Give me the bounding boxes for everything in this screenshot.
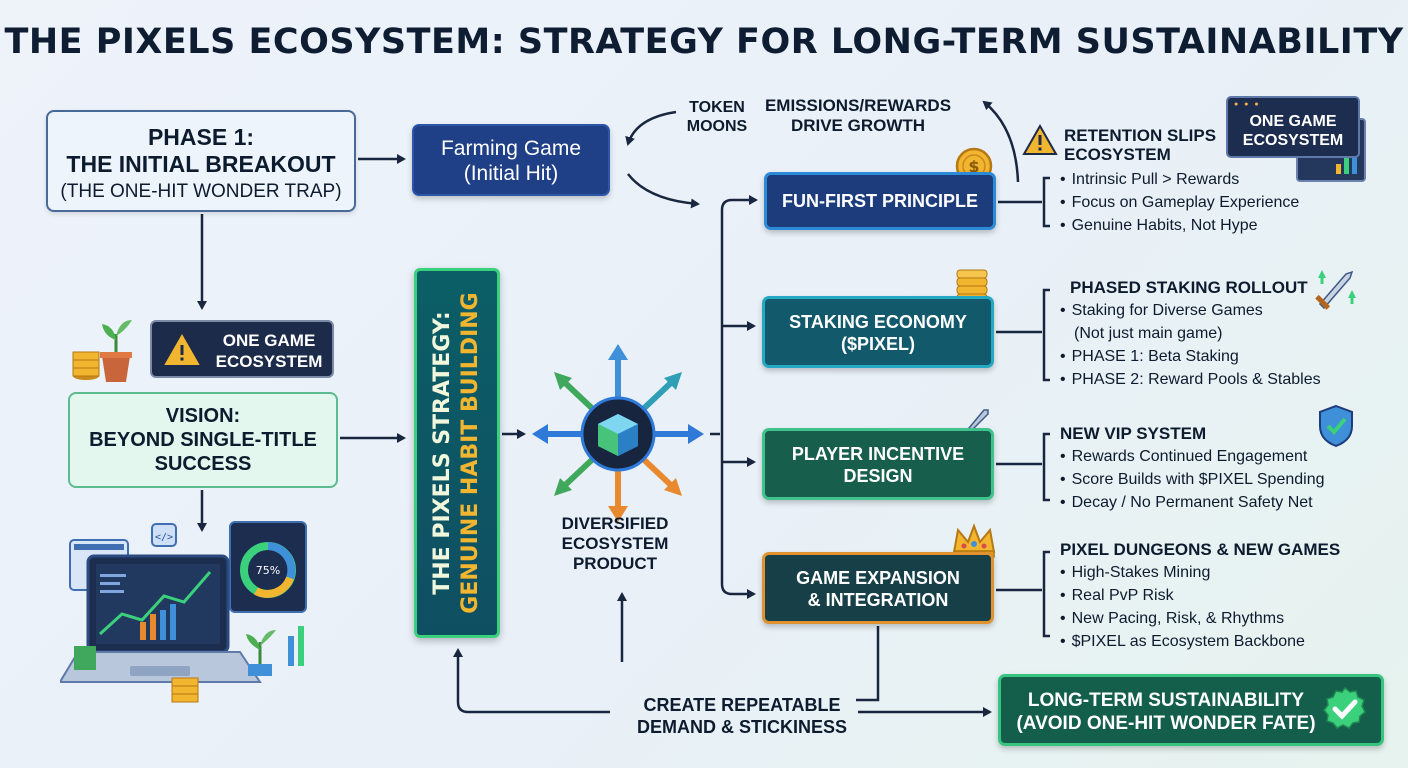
phase1-line2: THE INITIAL BREAKOUT — [66, 151, 336, 177]
game-line2: & INTEGRATION — [807, 590, 949, 610]
phase1-line3: (THE ONE-HIT WONDER TRAP) — [60, 181, 342, 202]
bracket-staking — [1042, 288, 1050, 382]
phase1-box: PHASE 1: THE INITIAL BREAKOUT (THE ONE-H… — [46, 110, 356, 212]
page-title: THE PIXELS ECOSYSTEM: STRATEGY FOR LONG-… — [4, 22, 1404, 62]
dungeons-list: PIXEL DUNGEONS & NEW GAMES High-Stakes M… — [1060, 538, 1340, 653]
monitor-line1: ONE GAME — [1249, 113, 1337, 130]
staking-line2: ($PIXEL) — [840, 334, 915, 354]
game-expansion-box: GAME EXPANSION & INTEGRATION — [762, 552, 994, 624]
longterm-line2: (AVOID ONE-HIT WONDER FATE) — [1016, 713, 1316, 734]
arrow-to-strategy-bottom — [453, 648, 610, 714]
warning-box-line1: ONE GAME — [222, 331, 316, 350]
plant-coins-icon — [72, 320, 132, 382]
phase1-line1: PHASE 1: — [147, 124, 255, 150]
strategy-text: THE PIXELS STRATEGY: GENUINE HABIT BUILD… — [429, 273, 485, 633]
diversified-label: DIVERSIFIED ECOSYSTEM PRODUCT — [540, 514, 690, 574]
token-moons-line1: TOKEN — [689, 99, 745, 116]
farming-line1: Farming Game — [440, 137, 582, 160]
vip-list-heading: NEW VIP SYSTEM — [1060, 424, 1207, 443]
fun-item: Focus on Gameplay Experience — [1060, 191, 1300, 214]
fun-first-list: Intrinsic Pull > Rewards Focus on Gamepl… — [1060, 168, 1300, 237]
arrow-retention-loop — [982, 100, 1020, 183]
warning-icon — [164, 334, 200, 365]
vip-item: Rewards Continued Engagement — [1060, 445, 1325, 468]
diversified-line2: ECOSYSTEM — [561, 534, 669, 553]
diversified-line3: PRODUCT — [572, 554, 658, 573]
bracket-vip — [1042, 432, 1050, 502]
create-line1: CREATE REPEATABLE — [643, 695, 841, 715]
svg-text:</>: </> — [155, 532, 173, 543]
branch-to-fun — [720, 195, 758, 211]
farming-game-box: Farming Game (Initial Hit) — [412, 124, 610, 196]
strategy-banner: THE PIXELS STRATEGY: GENUINE HABIT BUILD… — [414, 268, 500, 638]
staking-item: PHASE 1: Beta Staking — [1060, 345, 1321, 368]
staking-item-cont: (Not just main game) — [1074, 325, 1223, 342]
staking-list-heading: PHASED STAKING ROLLOUT — [1070, 278, 1308, 297]
bracket-fun — [1042, 176, 1050, 228]
vip-item: Score Builds with $PIXEL Spending — [1060, 468, 1325, 491]
diversified-line1: DIVERSIFIED — [561, 514, 669, 533]
vision-line2: BEYOND SINGLE-TITLE — [89, 429, 317, 451]
dungeons-item: High-Stakes Mining — [1060, 561, 1340, 584]
token-moons-label: TOKEN MOONS — [672, 98, 762, 136]
dungeons-item: New Pacing, Risk, & Rhythms — [1060, 607, 1340, 630]
window-dots-icon: ● ● ● — [1234, 101, 1261, 108]
emissions-line2: DRIVE GROWTH — [790, 116, 926, 135]
one-game-monitor: ● ● ● ONE GAME ECOSYSTEM — [1226, 96, 1360, 158]
staking-line1: STAKING ECONOMY — [789, 312, 967, 332]
create-demand-label: CREATE REPEATABLE DEMAND & STICKINESS — [612, 694, 872, 738]
retention-label: RETENTION SLIPS ECOSYSTEM — [1064, 126, 1216, 164]
retention-line2: ECOSYSTEM — [1064, 145, 1171, 164]
player-line1: PLAYER INCENTIVE — [791, 444, 965, 464]
dungeons-list-heading: PIXEL DUNGEONS & NEW GAMES — [1060, 540, 1341, 559]
emissions-line1: EMISSIONS/REWARDS — [764, 96, 952, 115]
vision-line1: VISION: — [165, 405, 241, 427]
player-line2: DESIGN — [843, 466, 913, 486]
strategy-line2: GENUINE HABIT BUILDING — [458, 292, 483, 614]
longterm-line1: LONG-TERM SUSTAINABILITY — [1027, 690, 1305, 711]
warning-box-line2: ECOSYSTEM — [215, 352, 323, 371]
staking-item: Staking for Diverse Games — [1060, 299, 1321, 322]
monitor-line2: ECOSYSTEM — [1242, 132, 1344, 149]
shield-check-icon — [1319, 404, 1353, 448]
farming-line2: (Initial Hit) — [463, 162, 559, 185]
retention-line1: RETENTION SLIPS — [1064, 126, 1217, 145]
staking-item: PHASE 2: Reward Pools & Stables — [1060, 368, 1321, 391]
strategy-line1: THE PIXELS STRATEGY: — [430, 311, 455, 595]
line-game-down — [856, 626, 880, 702]
fun-first-box: FUN-FIRST PRINCIPLE — [764, 172, 996, 230]
branch-to-game — [720, 583, 756, 599]
checkmark-icon — [1323, 686, 1366, 729]
create-line2: DEMAND & STICKINESS — [636, 717, 847, 737]
fun-item: Intrinsic Pull > Rewards — [1060, 168, 1299, 191]
arrow-token-moons-loop — [625, 110, 677, 146]
player-incentive-box: PLAYER INCENTIVE DESIGN — [762, 428, 994, 500]
fun-item: Genuine Habits, Not Hype — [1060, 214, 1299, 237]
arrow-farming-to-fun — [627, 173, 700, 209]
vip-item: Decay / No Permanent Safety Net — [1060, 491, 1325, 514]
game-line1: GAME EXPANSION — [796, 568, 960, 588]
warning-icon — [1022, 124, 1058, 155]
vip-list: NEW VIP SYSTEM Rewards Continued Engagem… — [1060, 422, 1325, 514]
vision-box: VISION: BEYOND SINGLE-TITLE SUCCESS — [68, 392, 338, 488]
staking-economy-box: STAKING ECONOMY ($PIXEL) — [762, 296, 994, 368]
dungeons-item: Real PvP Risk — [1060, 584, 1340, 607]
one-game-warning-box: ONE GAME ECOSYSTEM — [150, 320, 334, 378]
ecosystem-hub-icon — [532, 344, 704, 522]
staking-list: PHASED STAKING ROLLOUT Staking for Diver… — [1060, 276, 1321, 391]
vision-line3: SUCCESS — [154, 453, 252, 475]
bracket-dungeons — [1042, 550, 1050, 638]
gauge-label: 75% — [256, 564, 280, 577]
bar-mini-icon — [1336, 152, 1357, 174]
token-moons-line2: MOONS — [686, 118, 748, 135]
svg-text:$: $ — [968, 157, 979, 176]
laptop-dashboard-icon: </> 75% — [60, 521, 307, 703]
dungeons-item: $PIXEL as Ecosystem Backbone — [1060, 630, 1340, 653]
emissions-label: EMISSIONS/REWARDS DRIVE GROWTH — [756, 96, 960, 136]
long-term-box: LONG-TERM SUSTAINABILITY (AVOID ONE-HIT … — [998, 674, 1384, 746]
